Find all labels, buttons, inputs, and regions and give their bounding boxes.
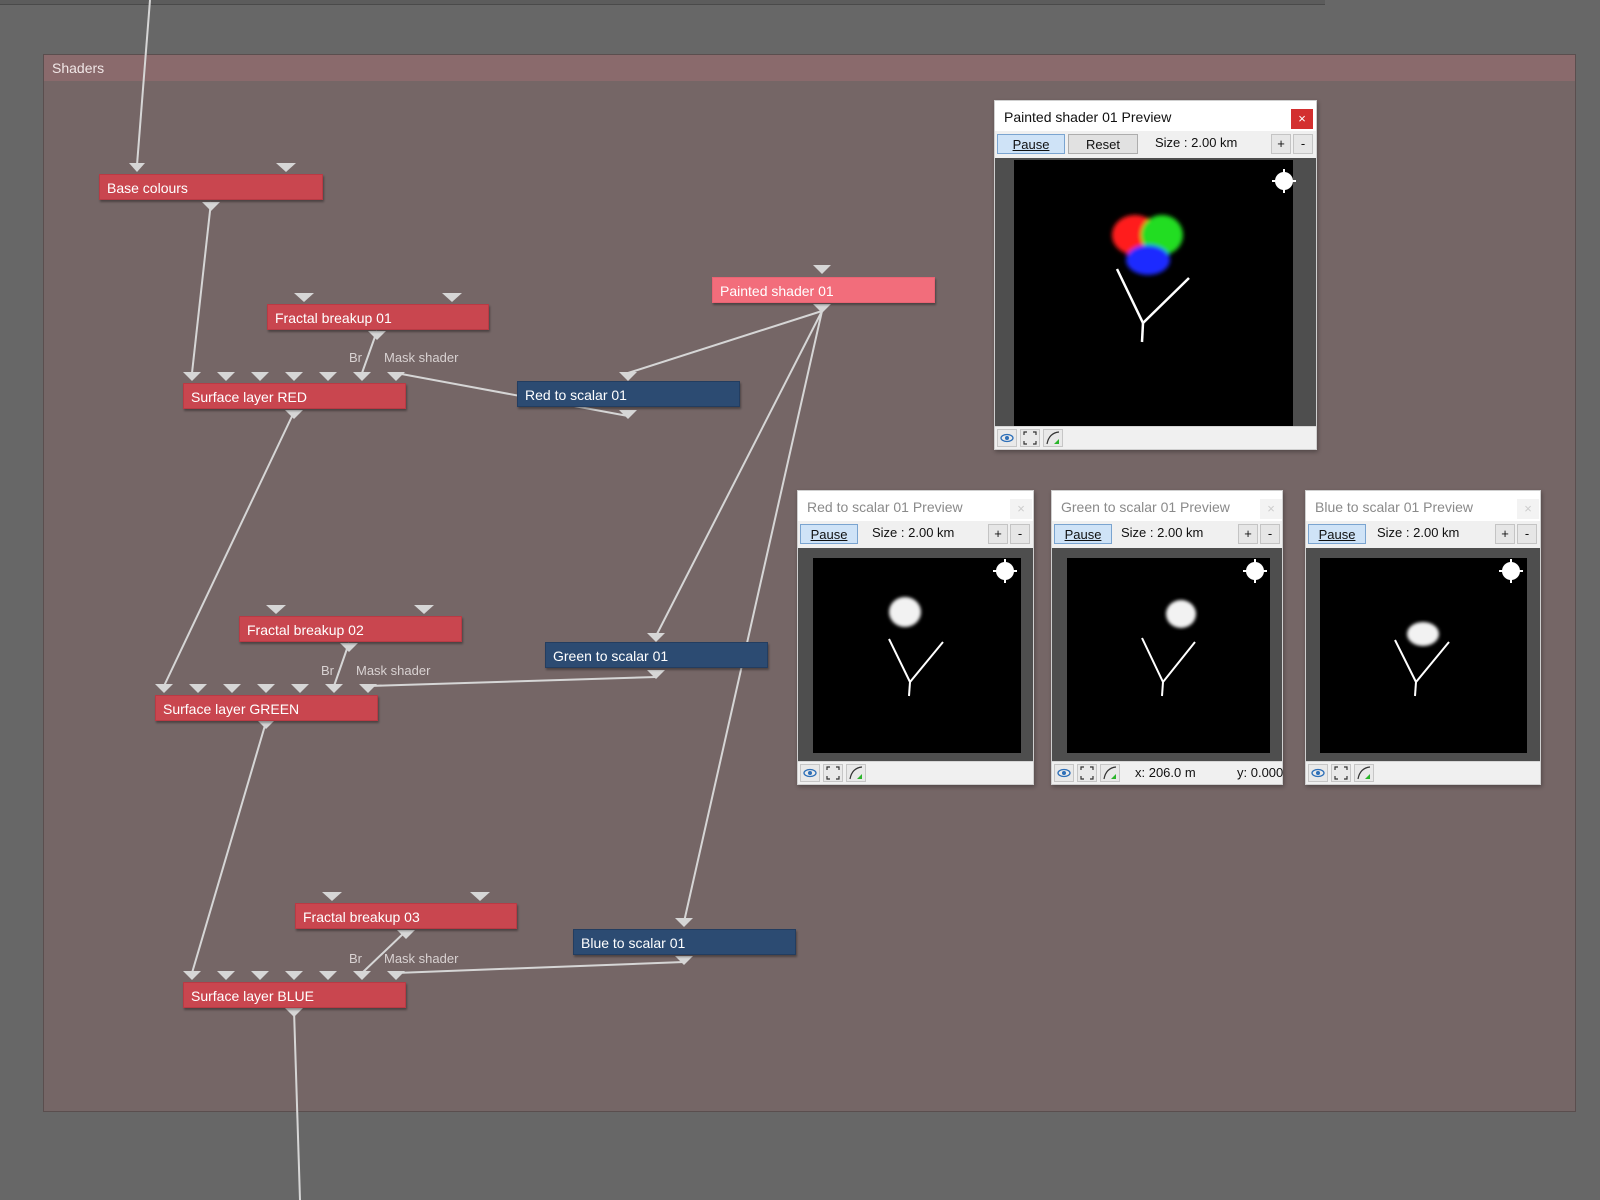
sun-gizmo-icon[interactable] bbox=[1272, 169, 1296, 193]
input-label-mask-shader: Mask shader bbox=[384, 350, 459, 365]
preview-viewport[interactable] bbox=[1067, 558, 1270, 753]
preview-bottom-bar bbox=[995, 426, 1316, 449]
close-button[interactable]: × bbox=[1517, 499, 1539, 519]
reset-button[interactable]: Reset bbox=[1068, 134, 1138, 154]
node-fractal-breakup-01[interactable]: Fractal breakup 01 bbox=[267, 304, 489, 330]
pause-button[interactable]: Pause bbox=[1308, 524, 1366, 544]
preview-titlebar[interactable]: Green to scalar 01 Preview × bbox=[1052, 491, 1282, 521]
curve-icon[interactable] bbox=[1043, 429, 1063, 447]
group-header[interactable]: Shaders bbox=[44, 55, 1575, 81]
sun-gizmo-icon[interactable] bbox=[993, 559, 1017, 583]
fit-view-icon[interactable] bbox=[1020, 429, 1040, 447]
input-label-mask-shader: Mask shader bbox=[356, 663, 431, 678]
node-red-to-scalar-01[interactable]: Red to scalar 01 bbox=[517, 381, 740, 407]
node-surface-layer-blue[interactable]: Surface layer BLUE bbox=[183, 982, 406, 1008]
parent-frame-edge bbox=[0, 0, 1325, 5]
close-button[interactable]: × bbox=[1291, 109, 1313, 129]
node-blue-to-scalar-01[interactable]: Blue to scalar 01 bbox=[573, 929, 796, 955]
preview-bottom-bar bbox=[1306, 761, 1540, 784]
curve-icon[interactable] bbox=[1100, 764, 1120, 782]
zoom-in-button[interactable]: + bbox=[1238, 524, 1258, 544]
preview-titlebar[interactable]: Blue to scalar 01 Preview × bbox=[1306, 491, 1540, 521]
size-readout: Size : 2.00 km bbox=[1121, 525, 1204, 540]
input-label-mask-shader: Mask shader bbox=[384, 951, 459, 966]
fit-view-icon[interactable] bbox=[823, 764, 843, 782]
input-label-breakup: Br bbox=[321, 663, 334, 678]
preview-viewport[interactable] bbox=[1014, 160, 1296, 426]
sun-gizmo-icon[interactable] bbox=[1499, 559, 1523, 583]
preview-title: Painted shader 01 Preview bbox=[1004, 109, 1172, 125]
fit-view-icon[interactable] bbox=[1331, 764, 1351, 782]
input-label-breakup: Br bbox=[349, 350, 362, 365]
node-base-colours[interactable]: Base colours bbox=[99, 174, 323, 200]
eye-icon[interactable] bbox=[1308, 764, 1328, 782]
preview-titlebar[interactable]: Painted shader 01 Preview × bbox=[995, 101, 1316, 131]
preview-render bbox=[888, 597, 944, 697]
eye-icon[interactable] bbox=[1054, 764, 1074, 782]
preview-toolbar: Pause Size : 2.00 km + - bbox=[1306, 522, 1540, 546]
zoom-in-button[interactable]: + bbox=[988, 524, 1008, 544]
eye-icon[interactable] bbox=[800, 764, 820, 782]
zoom-out-button[interactable]: - bbox=[1010, 524, 1030, 544]
green-to-scalar-preview-window: Green to scalar 01 Preview × Pause Size … bbox=[1051, 490, 1283, 785]
sun-gizmo-icon[interactable] bbox=[1243, 559, 1267, 583]
zoom-out-button[interactable]: - bbox=[1260, 524, 1280, 544]
preview-render bbox=[1394, 622, 1450, 697]
preview-viewport[interactable] bbox=[813, 558, 1021, 753]
preview-toolbar: Pause Size : 2.00 km + - bbox=[798, 522, 1033, 546]
blue-to-scalar-preview-window: Blue to scalar 01 Preview × Pause Size :… bbox=[1305, 490, 1541, 785]
preview-title: Red to scalar 01 Preview bbox=[807, 499, 963, 515]
node-fractal-breakup-02[interactable]: Fractal breakup 02 bbox=[239, 616, 462, 642]
coordinate-x-readout: x: 206.0 m bbox=[1135, 765, 1196, 780]
preview-render bbox=[1112, 215, 1190, 343]
preview-bottom-bar bbox=[798, 761, 1033, 784]
node-surface-layer-red[interactable]: Surface layer RED bbox=[183, 383, 406, 409]
preview-render bbox=[1141, 600, 1196, 697]
painted-shader-preview-window: Painted shader 01 Preview × Pause Reset … bbox=[994, 100, 1317, 450]
preview-toolbar: Pause Size : 2.00 km + - bbox=[1052, 522, 1282, 546]
pause-button[interactable]: Pause bbox=[1054, 524, 1112, 544]
input-label-breakup: Br bbox=[349, 951, 362, 966]
preview-titlebar[interactable]: Red to scalar 01 Preview × bbox=[798, 491, 1033, 521]
zoom-in-button[interactable]: + bbox=[1495, 524, 1515, 544]
node-surface-layer-green[interactable]: Surface layer GREEN bbox=[155, 695, 378, 721]
fit-view-icon[interactable] bbox=[1077, 764, 1097, 782]
eye-icon[interactable] bbox=[997, 429, 1017, 447]
close-button[interactable]: × bbox=[1260, 499, 1282, 519]
red-to-scalar-preview-window: Red to scalar 01 Preview × Pause Size : … bbox=[797, 490, 1034, 785]
node-green-to-scalar-01[interactable]: Green to scalar 01 bbox=[545, 642, 768, 668]
size-readout: Size : 2.00 km bbox=[872, 525, 955, 540]
size-readout: Size : 2.00 km bbox=[1155, 135, 1238, 150]
close-button[interactable]: × bbox=[1010, 499, 1032, 519]
preview-title: Blue to scalar 01 Preview bbox=[1315, 499, 1473, 515]
preview-bottom-bar: x: 206.0 m y: 0.000 bbox=[1052, 761, 1284, 784]
pause-button[interactable]: Pause bbox=[800, 524, 858, 544]
curve-icon[interactable] bbox=[846, 764, 866, 782]
zoom-out-button[interactable]: - bbox=[1293, 134, 1313, 154]
group-title: Shaders bbox=[52, 60, 105, 76]
node-fractal-breakup-03[interactable]: Fractal breakup 03 bbox=[295, 903, 517, 929]
size-readout: Size : 2.00 km bbox=[1377, 525, 1460, 540]
zoom-in-button[interactable]: + bbox=[1271, 134, 1291, 154]
preview-title: Green to scalar 01 Preview bbox=[1061, 499, 1230, 515]
node-painted-shader-01[interactable]: Painted shader 01 bbox=[712, 277, 935, 303]
curve-icon[interactable] bbox=[1354, 764, 1374, 782]
preview-toolbar: Pause Reset Size : 2.00 km + - bbox=[995, 132, 1316, 156]
zoom-out-button[interactable]: - bbox=[1517, 524, 1537, 544]
preview-viewport[interactable] bbox=[1320, 558, 1527, 753]
pause-button[interactable]: Pause bbox=[997, 134, 1065, 154]
coordinate-y-readout: y: 0.000 bbox=[1237, 765, 1284, 780]
